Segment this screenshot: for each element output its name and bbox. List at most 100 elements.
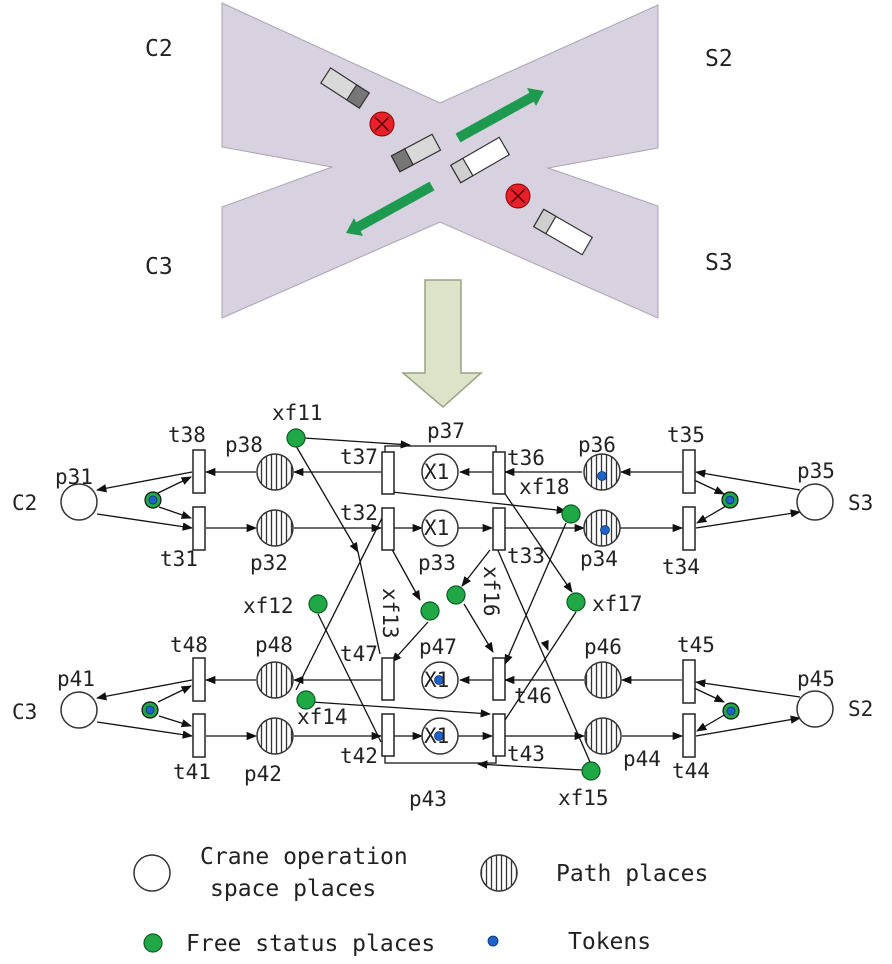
label-p31: p31 [55,465,93,489]
free-place-xf15 [581,761,601,781]
label-p38: p38 [225,433,263,457]
free-place-xf14 [296,690,316,710]
resource-place-right-top [721,491,739,509]
resource-place-right-bottom [722,702,740,720]
label-t42: t42 [340,744,378,768]
label-xf14: xf14 [297,705,348,729]
corner-label-s2: S2 [705,46,733,72]
legend-path-label: Path places [556,861,708,887]
block-signal-icon [505,183,531,209]
side-label-c2: C2 [12,491,37,515]
label-xf17: xf17 [592,592,643,616]
corner-label-s3: S3 [705,250,733,276]
label-t38: t38 [168,423,206,447]
place-p33 [421,509,459,547]
vehicle-icon [532,208,594,256]
token-dot [597,471,607,481]
free-place-xf16 [446,585,466,605]
transition-t45 [682,659,696,704]
place-p45 [796,690,834,728]
vehicle-icon [319,67,371,109]
label-t43: t43 [507,742,545,766]
place-p41 [60,691,98,729]
place-p42 [256,717,294,755]
label-p43: p43 [409,787,447,811]
net-labels: p31 t38 p38 xf11 p37 t37 t36 p36 t35 p35… [12,401,873,811]
label-t35: t35 [667,423,705,447]
token-dot [434,731,444,741]
resource-place-left-bottom [141,701,159,719]
transition-t41 [192,713,206,758]
label-p48: p48 [255,633,293,657]
label-xf18: xf18 [519,475,570,499]
transition-t35 [682,449,696,494]
transition-t31 [192,506,206,551]
transition-t32 [381,507,395,551]
label-p34: p34 [580,547,618,571]
free-place-xf18 [561,504,581,524]
label-x1: X1 [424,668,449,692]
label-p46: p46 [584,635,622,659]
label-t45: t45 [677,633,715,657]
crossroad-area [221,2,659,319]
transition-t44 [682,713,696,758]
label-p33: p33 [418,551,456,575]
label-x1: X1 [424,460,449,484]
vehicle-icon [449,136,511,184]
places [60,428,834,781]
free-place-xf11 [286,428,306,448]
label-x1: X1 [424,516,449,540]
place-p44 [584,717,622,755]
legend-crane-line2: space places [210,876,376,902]
direction-arrow-down [346,181,435,236]
label-p44: p44 [623,747,661,771]
place-p31 [60,483,98,521]
label-t36: t36 [507,446,545,470]
place-p46 [584,661,622,699]
label-t33: t33 [507,544,545,568]
label-p42: p42 [244,762,282,786]
transition-t33 [492,507,506,551]
legend-crane-symbol [133,854,171,892]
free-place-xf13 [420,601,440,621]
intersection-scene: C2 S2 C3 S3 [145,2,733,319]
transition-t34 [682,506,696,551]
legend-path-symbol [480,854,518,892]
label-t48: t48 [170,633,208,657]
label-p35: p35 [797,459,835,483]
transform-down-arrow [400,279,483,408]
transitions [192,449,696,758]
label-p45: p45 [797,667,835,691]
vehicle-icon [390,133,442,173]
label-t41: t41 [173,760,211,784]
transition-t48 [192,657,206,702]
label-p32: p32 [250,551,288,575]
place-p38 [256,453,294,491]
label-t44: t44 [672,759,710,783]
place-p32 [256,509,294,547]
place-p48 [256,661,294,699]
direction-arrow-up [455,88,544,143]
transition-t43 [492,713,506,757]
label-t34: t34 [662,555,700,579]
block-signal-icon [369,111,395,137]
label-t37: t37 [340,445,378,469]
legend-token-symbol [487,935,499,947]
label-xf15: xf15 [558,786,609,810]
label-p37: p37 [427,419,465,443]
legend-crane-line1: Crane operation [200,844,408,870]
label-t31: t31 [160,547,198,571]
transition-t38 [192,449,206,494]
side-label-c3: C3 [12,700,37,724]
label-xf16: xf16 [479,566,503,617]
label-t47: t47 [340,642,378,666]
place-x1-top [421,453,459,491]
label-xf12: xf12 [243,594,294,618]
legend-free-symbol [143,933,163,953]
legend-free-label: Free status places [186,931,435,957]
transition-t46 [492,657,506,701]
token-dot [434,675,444,685]
corner-label-c3: C3 [145,254,173,280]
label-xf13: xf13 [378,588,402,639]
